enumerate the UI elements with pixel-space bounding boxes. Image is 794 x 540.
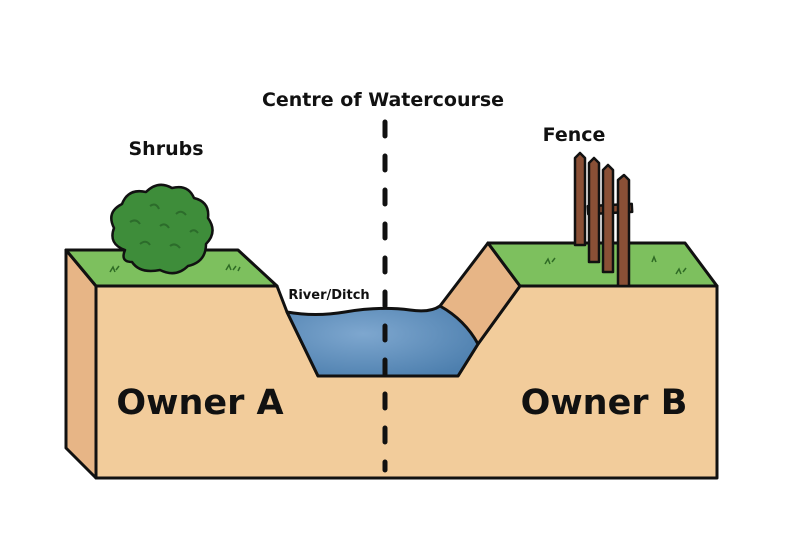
river-ditch-label: River/Ditch xyxy=(288,288,369,303)
owner-a-label: Owner A xyxy=(116,383,283,423)
shrub-icon xyxy=(110,183,214,275)
centre-of-watercourse-label: Centre of Watercourse xyxy=(262,89,504,111)
grass-tufts xyxy=(109,254,687,275)
shrubs-label: Shrubs xyxy=(128,138,203,160)
fence-label: Fence xyxy=(543,124,606,146)
owner-a-bank-side xyxy=(64,248,98,480)
river-water xyxy=(285,304,480,378)
owner-b-label: Owner B xyxy=(521,383,688,423)
fence-icon xyxy=(573,151,634,288)
